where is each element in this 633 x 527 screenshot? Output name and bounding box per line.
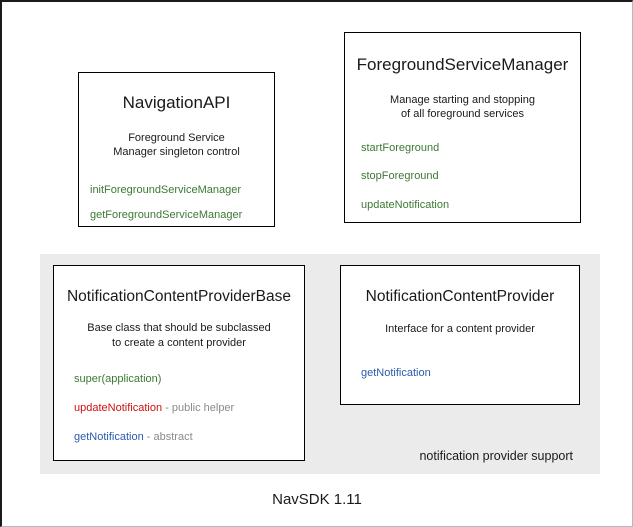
class-box-notification-content-provider-base: NotificationContentProviderBase Base cla… [53, 265, 305, 461]
member-row: updateNotification [361, 199, 580, 212]
member-name: getForegroundServiceManager [90, 209, 243, 222]
member-row: getNotification - abstract [74, 431, 304, 444]
class-description-notification-content-provider: Interface for a content provider [341, 322, 579, 337]
class-title-navigation-api: NavigationAPI [122, 93, 231, 112]
member-row: stopForeground [361, 170, 580, 183]
member-list-notification-content-provider: getNotification [341, 367, 579, 380]
member-row: updateNotification - public helper [74, 402, 304, 415]
class-description-navigation-api: Foreground Service Manager singleton con… [79, 131, 274, 161]
class-box-navigation-api: NavigationAPI Foreground Service Manager… [78, 72, 275, 227]
member-name: initForegroundServiceManager [90, 184, 242, 197]
class-box-foreground-service-manager: ForegroundServiceManager Manage starting… [344, 32, 581, 223]
provider-panel-caption: notification provider support [419, 449, 573, 463]
member-note: - public helper [162, 401, 235, 414]
member-name: stopForeground [361, 170, 439, 183]
member-list-foreground-service-manager: startForeground stopForeground updateNot… [345, 142, 580, 212]
class-title-notification-content-provider-base: NotificationContentProviderBase [66, 288, 291, 305]
member-name: getNotification [74, 430, 144, 443]
notification-provider-support-panel: NotificationContentProviderBase Base cla… [40, 254, 600, 474]
member-row: startForeground [361, 142, 580, 155]
class-description-line: Base class that should be subclassed [87, 321, 271, 334]
class-title-foreground-service-manager: ForegroundServiceManager [356, 55, 569, 74]
class-description-line: Manager singleton control [113, 146, 240, 159]
member-name: updateNotification [74, 401, 163, 414]
member-row: initForegroundServiceManager [90, 184, 274, 197]
class-box-notification-content-provider: NotificationContentProvider Interface fo… [340, 265, 580, 405]
member-name: getNotification [361, 366, 431, 379]
class-description-notification-content-provider-base: Base class that should be subclassed to … [54, 321, 304, 351]
member-name: updateNotification [361, 198, 450, 211]
class-description-foreground-service-manager: Manage starting and stopping of all fore… [345, 93, 580, 123]
class-description-line: of all foreground services [401, 108, 524, 121]
member-note: - abstract [143, 430, 193, 443]
class-description-line: Interface for a content provider [385, 322, 535, 335]
class-description-line: Foreground Service [128, 131, 225, 144]
member-row: getForegroundServiceManager [90, 209, 274, 222]
class-title-notification-content-provider: NotificationContentProvider [365, 288, 555, 305]
member-name: startForeground [361, 142, 440, 155]
class-description-line: Manage starting and stopping [390, 93, 535, 106]
member-name: super(application) [74, 372, 162, 385]
member-list-navigation-api: initForegroundServiceManager getForegrou… [79, 184, 274, 222]
member-list-notification-content-provider-base: super(application) updateNotification - … [54, 373, 304, 445]
member-row: super(application) [74, 373, 304, 386]
class-description-line: to create a content provider [112, 336, 246, 349]
member-row: getNotification [361, 367, 579, 380]
diagram-footer-caption: NavSDK 1.11 [272, 491, 362, 508]
